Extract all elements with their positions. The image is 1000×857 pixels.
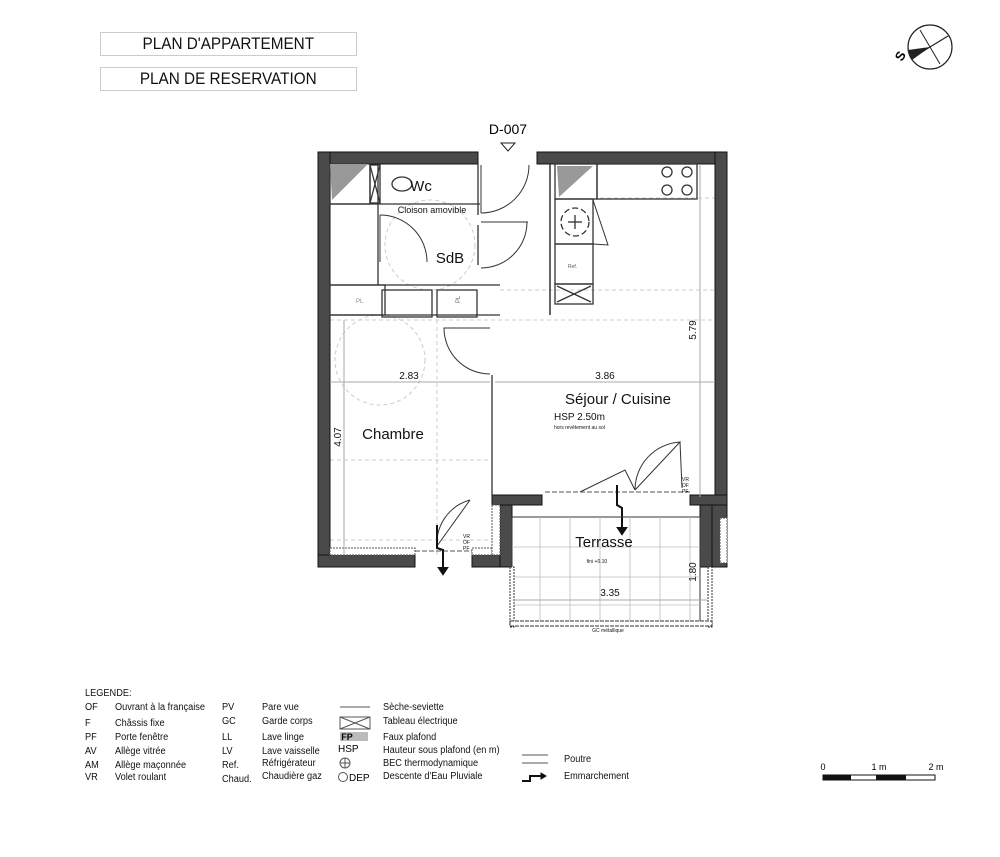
legend-code: VR xyxy=(85,772,98,783)
gc-label: GC métallique xyxy=(592,628,624,634)
legend-code: Ref. xyxy=(222,760,239,771)
pl-label: PL xyxy=(356,299,364,305)
legend-label: Pare vue xyxy=(262,702,299,713)
tag-text: PF xyxy=(463,546,469,552)
room-terrasse: Terrasse xyxy=(575,534,633,551)
dim-1-80: 1.80 xyxy=(688,562,699,582)
tag-text: OF xyxy=(682,483,689,489)
room-sejour-cuisine: Séjour / Cuisine xyxy=(565,391,671,408)
legend-label: Lave linge xyxy=(262,732,304,743)
entrance-marker-icon xyxy=(499,142,517,152)
legend-label: Lave vaisselle xyxy=(262,746,320,757)
walls xyxy=(317,151,728,568)
tag-text: OF xyxy=(463,540,470,546)
dim-3-35: 3.35 xyxy=(600,588,620,599)
legend-label: Tableau électrique xyxy=(383,716,458,727)
legend-hsp-symbol: HSP xyxy=(338,744,359,755)
compass-label: S xyxy=(892,48,909,63)
legend-label: Descente d'Eau Pluviale xyxy=(383,771,483,782)
legend-label: Volet roulant xyxy=(115,772,167,783)
hsp-note: hors revêtement au sol xyxy=(554,425,605,431)
insulation xyxy=(329,504,728,564)
compass-icon: S xyxy=(892,24,953,70)
electrical-panel-icon xyxy=(339,716,371,730)
legend-label: Ouvrant à la française xyxy=(115,702,206,713)
window-lines xyxy=(415,491,690,552)
legend-label: Réfrigérateur xyxy=(262,758,316,769)
legend-code: LL xyxy=(222,732,233,743)
unit-id: D-007 xyxy=(489,121,527,137)
legend-label: Garde corps xyxy=(262,716,313,727)
doors xyxy=(379,164,683,547)
legend-code: LV xyxy=(222,746,233,757)
title-text: PLAN D'APPARTEMENT xyxy=(142,34,315,53)
tag-text: VR xyxy=(463,534,470,540)
scale-tick: 0 xyxy=(820,762,825,772)
legend-label: Porte fenêtre xyxy=(115,732,169,743)
legend-label: Emmarchement xyxy=(564,771,629,782)
room-wc: Wc xyxy=(410,178,432,195)
tag-text: PF xyxy=(682,489,688,495)
legend-label: Sèche-seviette xyxy=(383,702,444,713)
window-tag: VR OF PF VR OF PF xyxy=(463,477,689,552)
room-chambre: Chambre xyxy=(362,426,424,443)
legend-label: Hauteur sous plafond (en m) xyxy=(383,745,500,756)
terrasse-note: fini +0.10 xyxy=(587,559,608,565)
tag-text: VR xyxy=(682,477,689,483)
legend-label: BEC thermodynamique xyxy=(383,758,479,769)
legend-label: Allège vitrée xyxy=(115,746,166,757)
legend-code: AM xyxy=(85,760,99,771)
pl-label: PL xyxy=(456,295,462,303)
ceiling-lines xyxy=(330,197,715,555)
scale-bar: 0 1 m 2 m xyxy=(820,762,944,781)
dim-4-07: 4.07 xyxy=(333,427,344,447)
hsp-label: HSP 2.50m xyxy=(554,412,605,423)
legend-label: Châssis fixe xyxy=(115,718,165,729)
legend-code: AV xyxy=(85,746,97,757)
cloison-label: Cloison amovible xyxy=(398,205,467,215)
legend-label: Allège maçonnée xyxy=(115,760,187,771)
scale-tick: 1 m xyxy=(871,762,886,772)
room-sdb: SdB xyxy=(436,250,464,267)
legend-code: GC xyxy=(222,716,236,727)
legend-title: LEGENDE: xyxy=(85,688,132,699)
dep-icon xyxy=(338,772,348,782)
title-plan-reservation: PLAN DE RESERVATION xyxy=(100,67,357,91)
dimension-lines xyxy=(330,164,715,601)
room-labels: Wc Cloison amovible SdB PL PL Ref. Séjou… xyxy=(333,178,699,634)
legend-code: Chaud. xyxy=(222,774,252,785)
dim-5-79: 5.79 xyxy=(688,320,699,340)
legend-code: PV xyxy=(222,702,235,713)
legend-code: F xyxy=(85,718,91,729)
scale-tick: 2 m xyxy=(928,762,943,772)
partitions xyxy=(329,163,698,497)
legend-dep-symbol: DEP xyxy=(349,773,370,784)
legend-code: OF xyxy=(85,702,98,713)
legend-label: Poutre xyxy=(564,754,592,765)
terrace xyxy=(509,516,713,628)
faux-plafond-icon xyxy=(340,732,368,741)
legend-label: Faux plafond xyxy=(383,732,437,743)
dim-3-86: 3.86 xyxy=(595,371,615,382)
step-icon xyxy=(522,775,542,782)
legend-symbols xyxy=(338,706,548,782)
ref-label: Ref. xyxy=(568,264,577,270)
step-arrow-icon xyxy=(436,485,628,576)
legend-label: Chaudière gaz xyxy=(262,771,322,782)
title-text: PLAN DE RESERVATION xyxy=(140,69,317,88)
dim-2-83: 2.83 xyxy=(399,371,419,382)
title-plan-appartement: PLAN D'APPARTEMENT xyxy=(100,32,357,56)
legend-code: PF xyxy=(85,732,97,743)
legend-fp-symbol: FP xyxy=(341,732,353,742)
